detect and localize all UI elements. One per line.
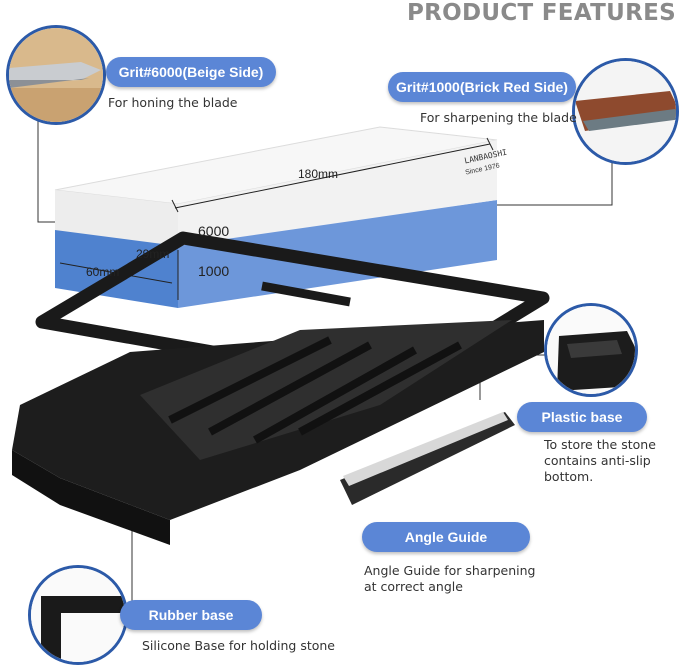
plastic-base-badge: Plastic base [517,402,647,432]
red-detail-circle [572,58,679,165]
stone-length-label: 180mm [298,167,339,181]
plastic-desc-line-2: contains anti-slip [544,453,651,468]
stone-height-label: 29mm [136,247,170,261]
stone-white-front [55,190,178,246]
rubber-detail-circle [28,565,128,665]
beige-side-desc: For honing the blade [108,95,238,110]
red-side-badge: Grit#1000(Brick Red Side) [388,72,576,102]
plastic-base-edge [12,450,170,545]
stone-white-side [178,140,497,246]
rubber-base-desc: Silicone Base for holding stone [142,638,335,653]
plastic-base-inner [140,320,512,460]
angle-guide-face [343,412,508,486]
stone-grit-bottom: 1000 [198,263,230,279]
stone-blue-side [178,200,497,308]
stone-blue-front [55,228,178,308]
connector-red [497,150,613,206]
plastic-base-ribs [168,336,462,444]
angle-desc-line-1: Angle Guide for sharpening [364,563,536,578]
page-title: PRODUCT FEATURES [406,0,676,26]
angle-guide-desc: Angle Guide for sharpening at correct an… [364,563,536,595]
plastic-desc-line-1: To store the stone [544,437,656,452]
angle-guide-badge: Angle Guide [362,522,530,552]
plastic-detail-circle [544,303,638,397]
stone-grit-top: 6000 [198,223,230,239]
plastic-desc-line-3: bottom. [544,469,594,484]
red-side-desc: For sharpening the blade [420,110,577,125]
rubber-base-badge: Rubber base [120,600,262,630]
beige-detail-circle [6,25,106,125]
beige-side-badge: Grit#6000(Beige Side) [106,57,276,87]
angle-desc-line-2: at correct angle [364,579,463,594]
stone-width-label: 60mm [86,265,120,279]
plastic-base-desc: To store the stone contains anti-slip bo… [544,437,656,485]
